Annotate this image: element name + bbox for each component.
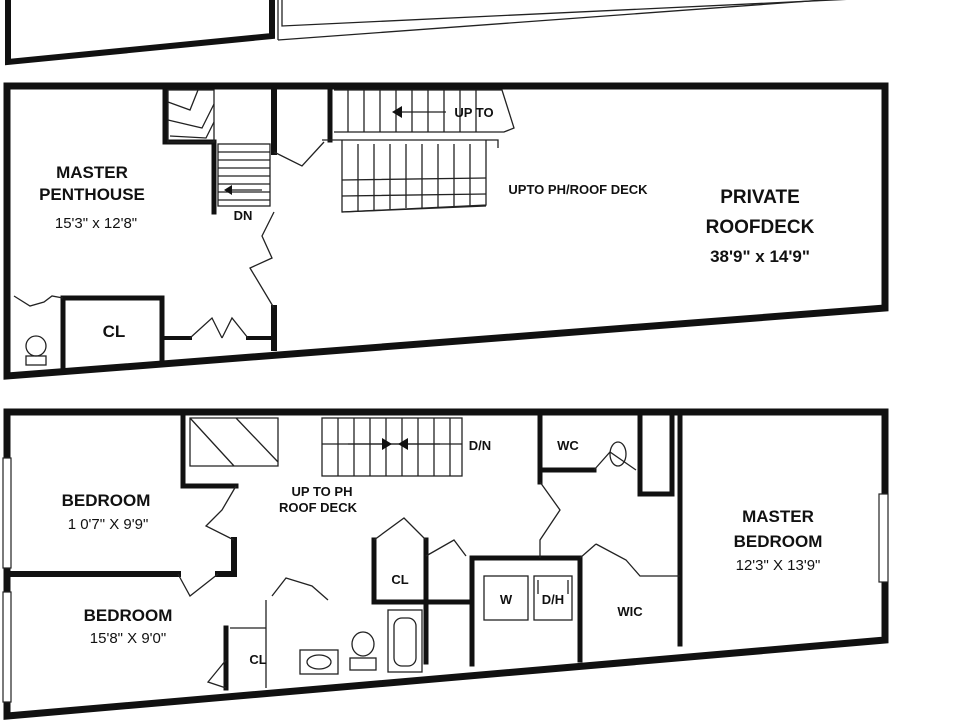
- closet-2-label: CL: [249, 652, 266, 667]
- sink-icon: [299, 649, 339, 675]
- toilet-icon: [25, 335, 47, 366]
- stair-up-label: UP TO: [454, 105, 493, 120]
- stair-lower: [321, 417, 463, 477]
- bath-toilet-icon: [349, 631, 377, 671]
- closet-label: CL: [103, 322, 126, 341]
- master-bedroom-dims: 12'3" X 13'9": [736, 557, 821, 574]
- wic-label: WIC: [617, 604, 643, 619]
- private-roofdeck-label: PRIVATE: [720, 187, 800, 208]
- closet-1-label: CL: [391, 572, 408, 587]
- dryer-icon: [533, 575, 573, 621]
- stair-dn-label: D/N: [469, 438, 491, 453]
- window-right: [878, 493, 889, 583]
- wc-label: WC: [557, 438, 579, 453]
- dryer-label: D/H: [542, 592, 564, 607]
- upper-floor: MASTER PENTHOUSE 15'3" x 12'8" DN CL UP …: [3, 82, 889, 380]
- master-bedroom-label: MASTER: [742, 507, 814, 526]
- window-left-upper: [2, 457, 12, 569]
- bedroom-1-dims: 1 0'7" X 9'9": [68, 516, 149, 533]
- stair-down: [167, 89, 271, 207]
- private-roofdeck-dims: 38'9" x 14'9": [710, 247, 810, 266]
- stair-up: [322, 89, 515, 213]
- stair-down-label: DN: [234, 208, 253, 223]
- lower-floor: BEDROOM 1 0'7" X 9'9" BEDROOM 15'8" X 9'…: [2, 408, 889, 720]
- master-penthouse-label: MASTER: [56, 163, 128, 182]
- master-bedroom-label-2: BEDROOM: [734, 532, 823, 551]
- washer-label: W: [500, 592, 513, 607]
- bedroom-2-dims: 15'8" X 9'0": [90, 630, 166, 647]
- top-floor-fragment: [5, 0, 847, 66]
- washer-icon: [483, 575, 529, 621]
- bedroom-1-label: BEDROOM: [62, 491, 151, 510]
- wc-toilet-icon: [609, 441, 627, 467]
- master-penthouse-dims: 15'3" x 12'8": [55, 215, 137, 232]
- stair-lower-label: UP TO PH: [292, 484, 353, 499]
- bathtub-icon: [387, 609, 423, 673]
- bedroom-2-label: BEDROOM: [84, 606, 173, 625]
- stair-lower-label-2: ROOF DECK: [279, 500, 358, 515]
- stair-up-note: UPTO PH/ROOF DECK: [508, 182, 648, 197]
- master-penthouse-label-2: PENTHOUSE: [39, 185, 145, 204]
- private-roofdeck-label-2: ROOFDECK: [706, 217, 815, 238]
- window-left-lower: [2, 591, 12, 703]
